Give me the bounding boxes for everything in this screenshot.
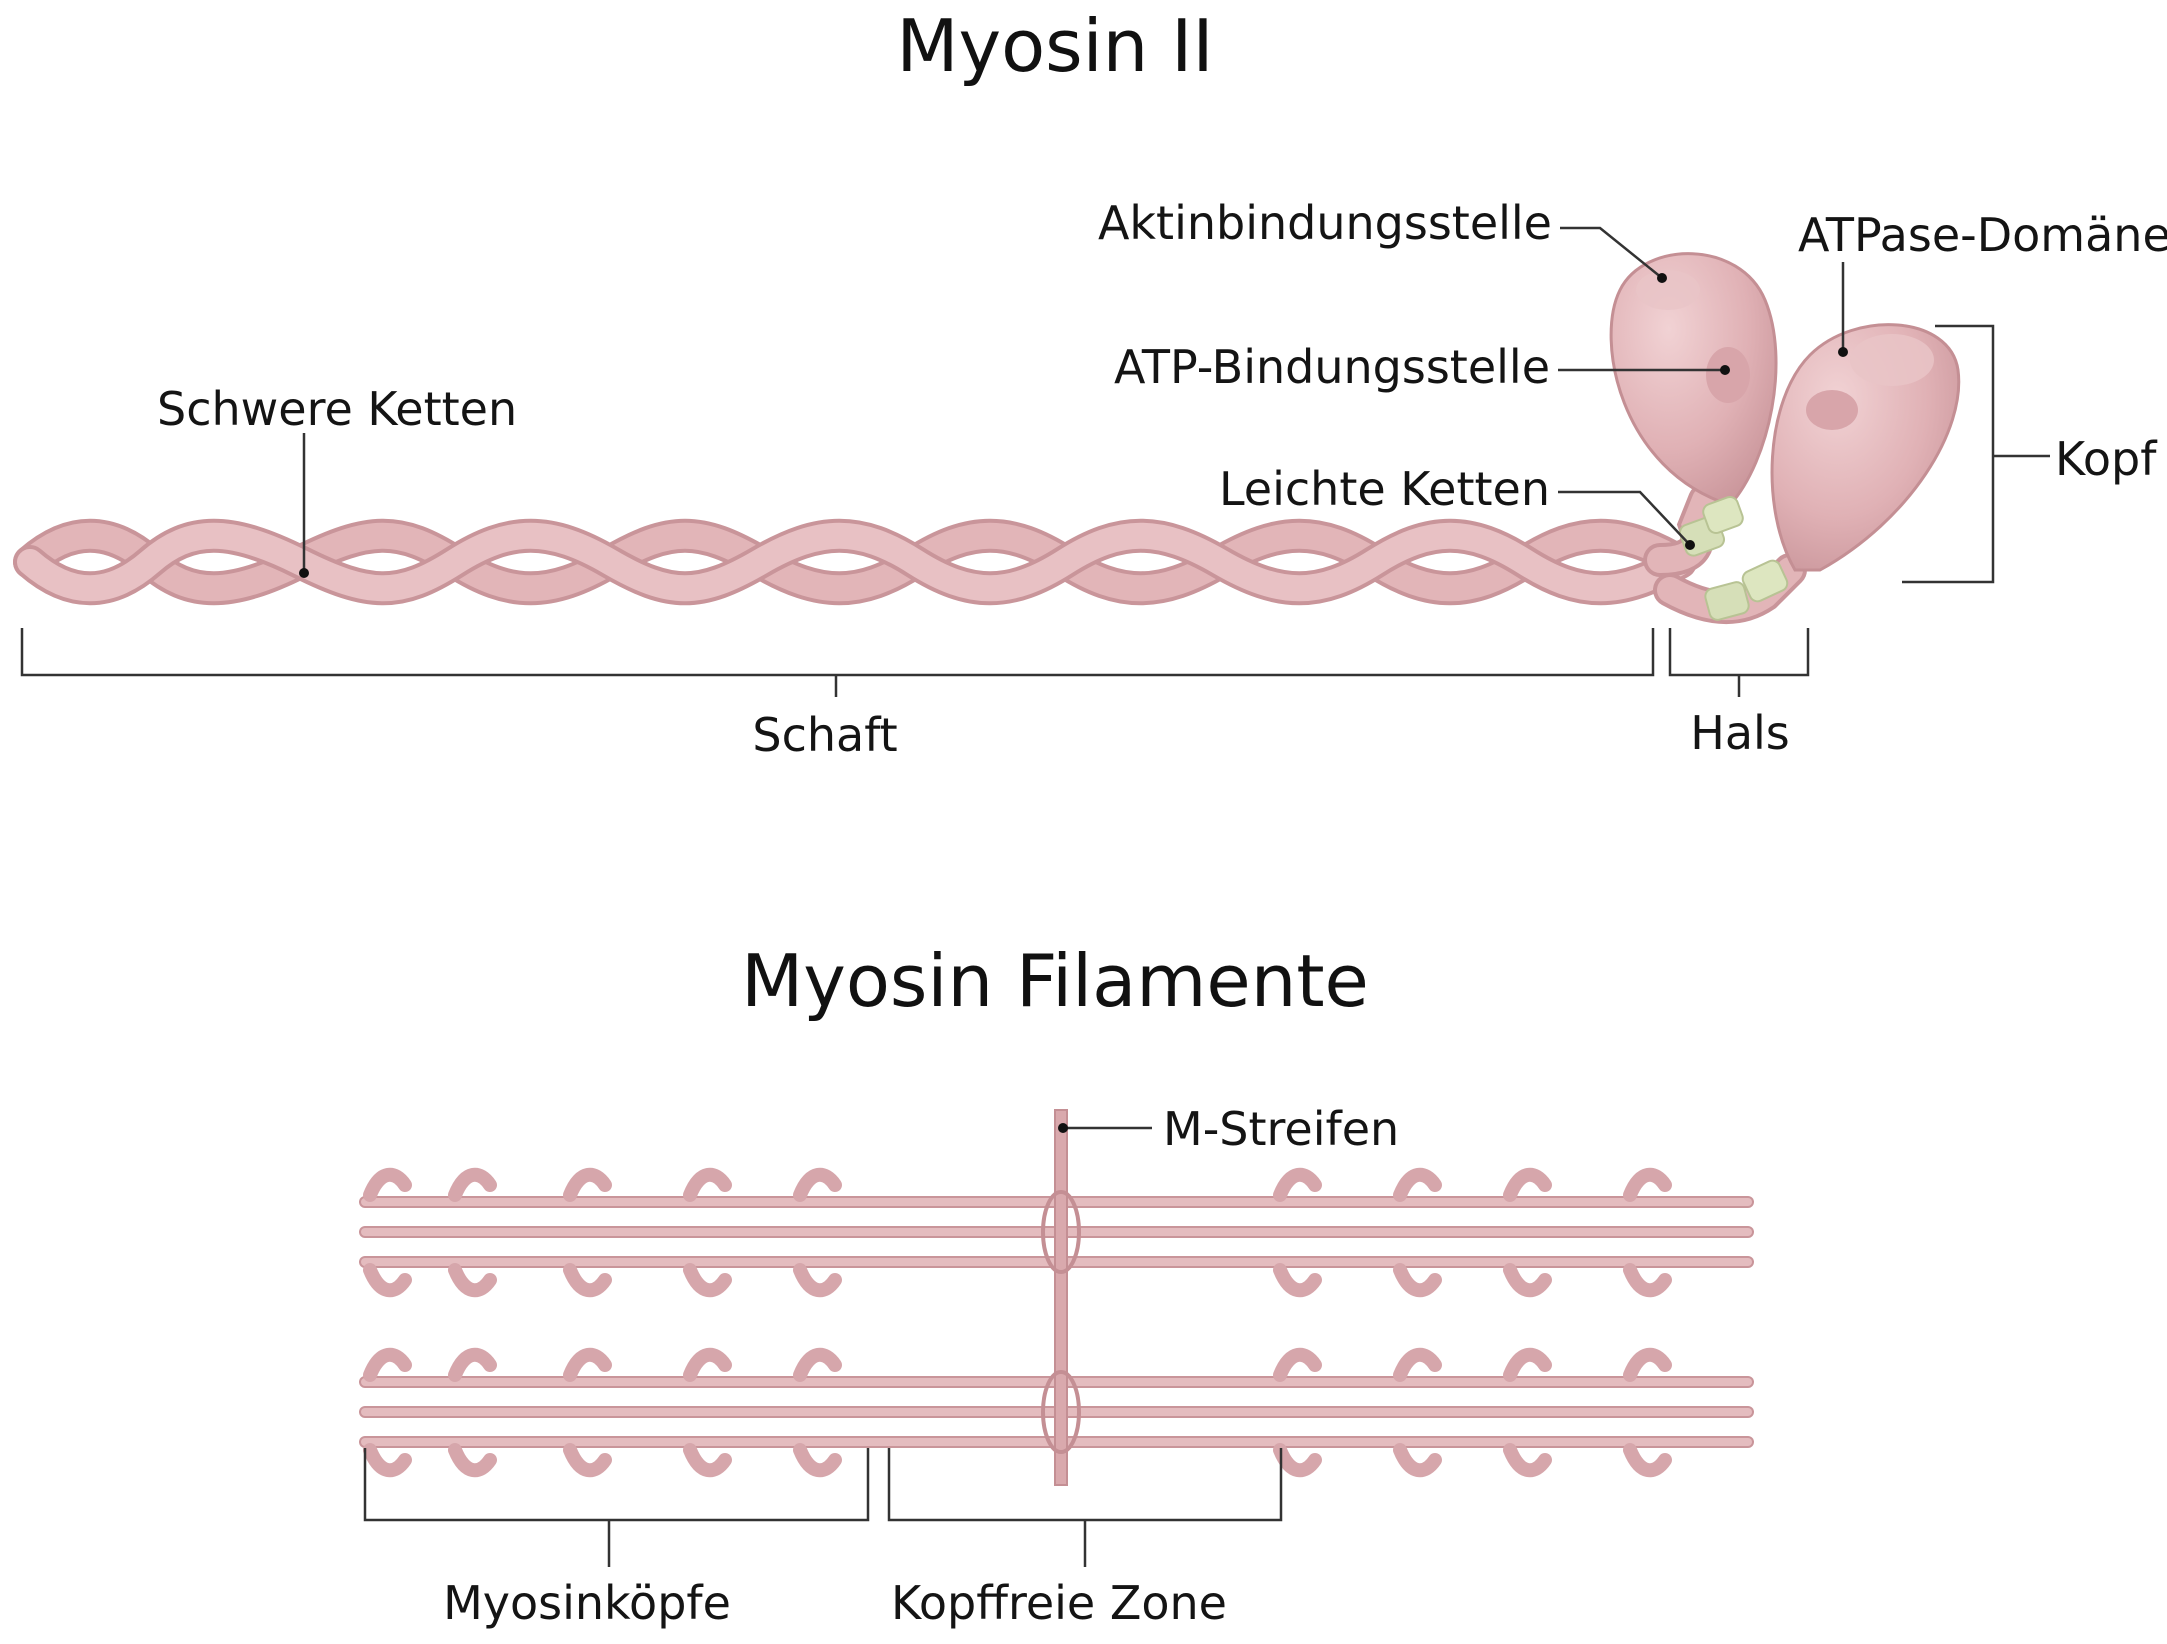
heavy-chain-shaft <box>13 518 1697 606</box>
label-hals: Hals <box>1690 706 1790 760</box>
label-schwere-ketten: Schwere Ketten <box>157 382 518 436</box>
label-atpase-domaene: ATPase-Domäne <box>1798 208 2167 262</box>
myosin-ii-leaders <box>20 226 2050 697</box>
bracket-schaft <box>20 628 1655 677</box>
label-aktinbindungsstelle: Aktinbindungsstelle <box>1097 196 1552 250</box>
label-myosinkoepfe: Myosinköpfe <box>443 1576 731 1630</box>
title-myosin-filamente: Myosin Filamente <box>741 939 1369 1023</box>
leader-aktinbindungsstelle <box>1560 226 1663 279</box>
myosin-head-1 <box>1609 252 1778 507</box>
title-myosin-ii: Myosin II <box>896 4 1214 88</box>
myosin-head-2 <box>1770 323 1961 572</box>
label-atp-bindungsstelle: ATP-Bindungsstelle <box>1113 340 1550 394</box>
myosin-filaments <box>359 1109 1754 1486</box>
filament-leaders <box>363 1123 1283 1567</box>
label-leichte-ketten: Leichte Ketten <box>1218 462 1550 516</box>
label-schaft: Schaft <box>752 708 898 762</box>
bracket-myosinkoepfe <box>363 1448 870 1522</box>
light-chains <box>1678 496 1789 621</box>
label-kopf: Kopf <box>2055 432 2157 486</box>
leader-leichte-ketten <box>1558 490 1691 546</box>
m-band <box>1041 1109 1081 1486</box>
label-m-streifen: M-Streifen <box>1163 1102 1400 1156</box>
bracket-hals <box>1668 628 1810 677</box>
label-kopffreie-zone: Kopffreie Zone <box>891 1576 1227 1630</box>
bracket-kopffreie-zone <box>887 1448 1283 1522</box>
bracket-kopf <box>1902 324 1995 584</box>
